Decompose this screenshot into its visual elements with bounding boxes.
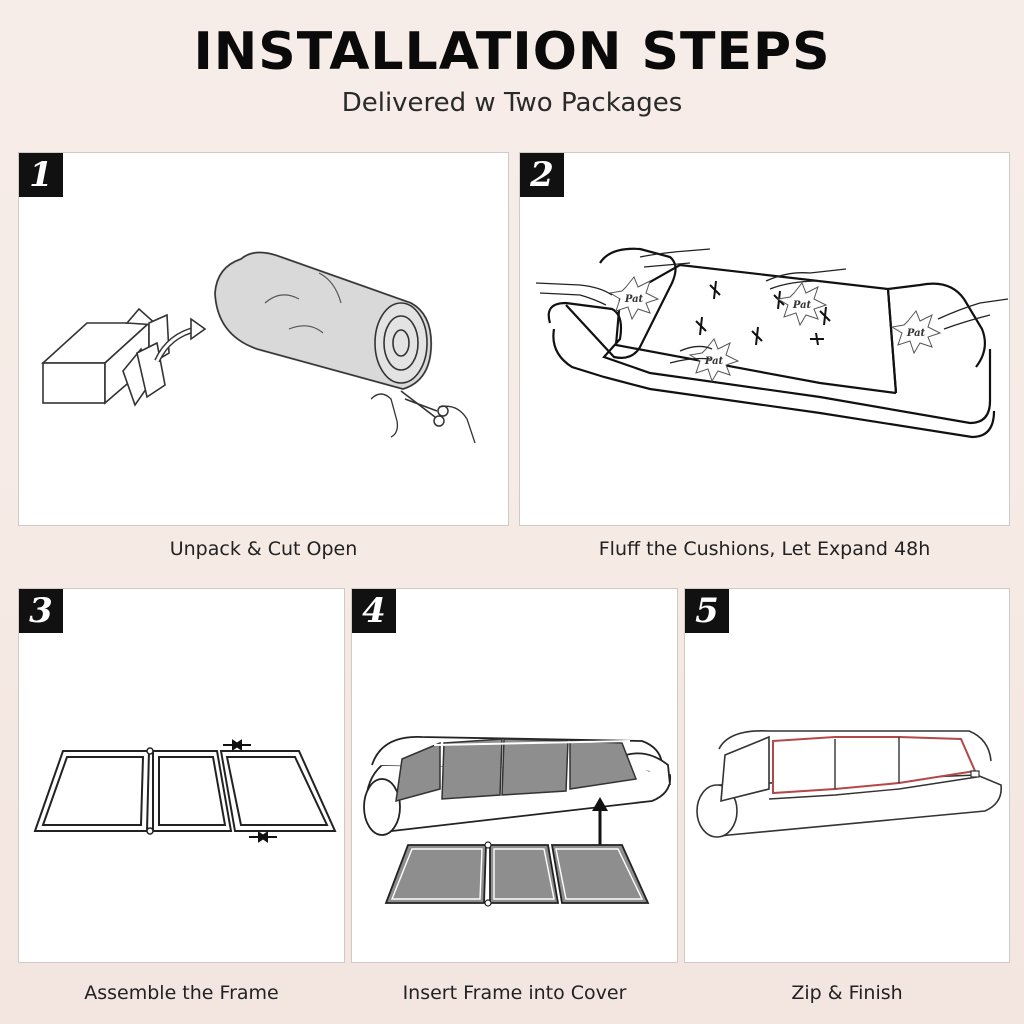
pat-label: Pat — [624, 294, 644, 305]
step-1-panel: 1 — [18, 152, 509, 526]
step-5-badge: 5 — [685, 589, 729, 633]
step-5-panel: 5 — [684, 588, 1010, 963]
step-4-caption: Insert Frame into Cover — [402, 982, 627, 1004]
step-1-badge: 1 — [19, 153, 63, 197]
step-2-panel: Pat Pat Pat Pat 2 — [519, 152, 1010, 526]
page-title: INSTALLATION STEPS — [193, 22, 831, 82]
assemble-frame-illustration — [33, 739, 337, 843]
fluff-cushions-illustration: Pat Pat Pat Pat — [535, 247, 1009, 439]
step-2-caption: Fluff the Cushions, Let Expand 48h — [598, 538, 931, 560]
step-3-caption: Assemble the Frame — [84, 982, 279, 1004]
step-2-badge: 2 — [520, 153, 564, 197]
step-5-caption: Zip & Finish — [791, 982, 903, 1004]
step-1-caption: Unpack & Cut Open — [169, 538, 358, 560]
step-4-panel: 4 — [351, 588, 678, 963]
unpack-illustration — [40, 251, 476, 444]
insert-frame-illustration — [363, 736, 672, 907]
zip-finish-illustration — [696, 730, 1002, 838]
pat-label: Pat — [792, 300, 812, 311]
pat-label: Pat — [704, 356, 724, 367]
step-3-panel: 3 — [18, 588, 345, 963]
page-subtitle: Delivered w Two Packages — [341, 88, 683, 118]
step-3-badge: 3 — [19, 589, 63, 633]
step-4-badge: 4 — [352, 589, 396, 633]
pat-label: Pat — [906, 328, 926, 339]
